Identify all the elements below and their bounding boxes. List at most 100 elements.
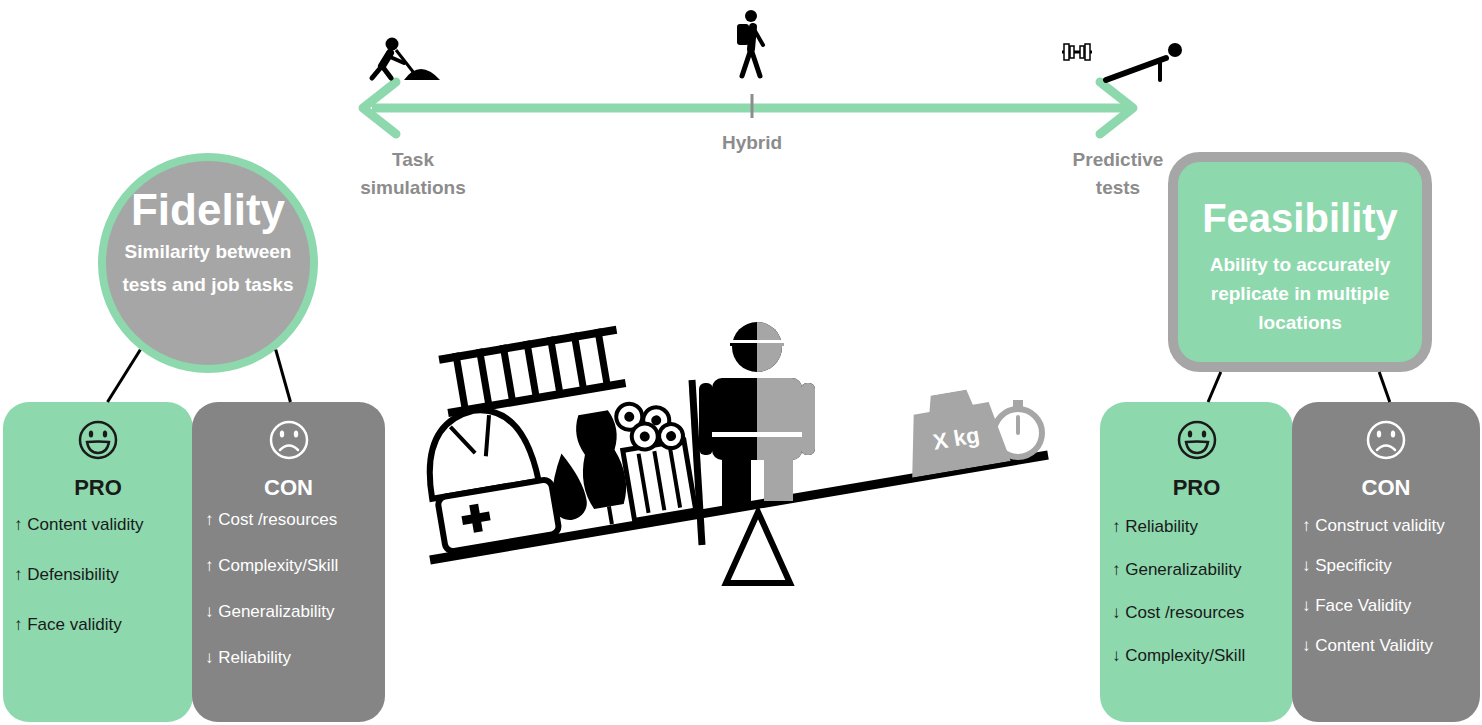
- stopwatch-hand: [1016, 417, 1020, 433]
- node-text: ↓ Face Validity: [1292, 595, 1480, 617]
- node-title: Fidelity: [131, 185, 285, 235]
- node-text: ↓ Specificity: [1292, 555, 1480, 577]
- sandbag-tie: [450, 415, 496, 461]
- face-icon: [1364, 418, 1408, 462]
- face-mouth: [1377, 446, 1395, 451]
- node-text: ↓ Complexity/Skill: [1100, 645, 1293, 667]
- face-eye: [89, 431, 93, 438]
- con-box: CON ↑ Construct validity ↓ Specificity ↓ Fa…: [1292, 402, 1480, 722]
- face-mouth: [87, 442, 109, 454]
- axis-label: Task simulations: [353, 146, 473, 202]
- hiker-icon: [755, 31, 763, 45]
- node-text: Ability to accurately replicate in multi…: [1188, 250, 1412, 337]
- spectrum-arrow: [372, 104, 1126, 113]
- hiker-icon: [742, 49, 751, 76]
- connector-line: [276, 350, 291, 402]
- node-text: ↓ Reliability: [192, 647, 385, 669]
- pushup-icon: [1106, 58, 1166, 80]
- node-title: CON: [192, 474, 385, 502]
- shovel-icon: [396, 50, 414, 73]
- fidelity-circle: FidelitySimilarity between tests and job…: [98, 153, 318, 373]
- dumbbell-icon: [1064, 44, 1069, 60]
- weight-shape: X kg: [899, 384, 1011, 478]
- coin: [657, 422, 685, 450]
- node-text: ↓ Cost /resources: [1100, 602, 1293, 624]
- helmet-line: [729, 340, 785, 343]
- pro-box: PRO ↑ Reliability ↑ Generalizability ↓ Cost…: [1100, 402, 1293, 722]
- storage-bin: [639, 454, 649, 513]
- node-title: PRO: [3, 474, 193, 502]
- ladder-rung: [452, 352, 469, 412]
- node-text: ↑ Generalizability: [1100, 559, 1293, 581]
- face-outline: [1179, 422, 1215, 458]
- pushup-icon: [1168, 43, 1182, 57]
- face-icon: [1175, 418, 1219, 462]
- dirt-mound: [404, 69, 440, 80]
- arrow-head: [1100, 82, 1133, 134]
- medical-cross: [469, 504, 483, 533]
- ladder-rung: [547, 336, 564, 396]
- face-icon: [267, 418, 311, 462]
- face-eye: [1201, 431, 1205, 438]
- face-outline: [1368, 422, 1404, 458]
- water-drop: [545, 451, 590, 523]
- node-title: Feasibility: [1202, 194, 1398, 242]
- node-text: ↑ Complexity/Skill: [192, 555, 385, 577]
- node-text: ↓ Generalizability: [192, 601, 385, 623]
- coin: [630, 421, 660, 451]
- connector-line: [1208, 372, 1221, 402]
- con-box: CON ↑ Cost /resources ↑ Complexity/Skill ↓ …: [192, 402, 385, 722]
- circle-outline: [102, 157, 314, 369]
- backpack-icon: [737, 24, 749, 45]
- face-outline: [80, 422, 116, 458]
- face-eye: [1391, 431, 1395, 438]
- node-title: CON: [1292, 474, 1480, 502]
- dumbbell-icon: [1070, 46, 1074, 58]
- face-mouth: [1186, 442, 1208, 454]
- hiker-icon: [751, 27, 753, 49]
- face-eye: [279, 431, 283, 438]
- storage-bin: [654, 451, 664, 510]
- face-mouth: [280, 446, 298, 451]
- digger-icon: [382, 66, 391, 78]
- axis-label: Predictive tests: [1058, 146, 1178, 202]
- worker-figure: [757, 322, 815, 508]
- weight-outline: [899, 384, 1011, 478]
- node-text: ↑ Construct validity: [1292, 515, 1480, 537]
- ladder-rung: [594, 328, 611, 388]
- midpoint-tick: [751, 94, 754, 118]
- node-text: ↓ Content Validity: [1292, 635, 1480, 657]
- face-eye: [1187, 431, 1191, 438]
- face-outline: [271, 422, 307, 458]
- ladder-rung: [571, 332, 588, 392]
- pro-box: PRO↑ Content validity↑ Defensibility↑ Fa…: [3, 402, 193, 722]
- fulcrum-triangle: [726, 512, 790, 583]
- face-eye: [1377, 431, 1381, 438]
- ladder-rung: [523, 340, 540, 400]
- face-eye: [293, 431, 297, 438]
- pushup-icon: [1158, 60, 1162, 80]
- coin: [665, 430, 677, 442]
- feasibility-box: FeasibilityAbility to accurately replica…: [1168, 152, 1432, 372]
- face-eye: [103, 431, 107, 438]
- dumbbell-icon: [1085, 44, 1090, 60]
- hiker-icon: [751, 49, 760, 76]
- coin: [639, 431, 651, 443]
- node-title: PRO: [1100, 474, 1293, 502]
- medical-kit: [437, 479, 560, 552]
- storage-bin: [623, 440, 696, 520]
- dress-form-stand: [609, 506, 612, 524]
- connector-line: [1379, 372, 1390, 402]
- storage-bin: [670, 448, 680, 507]
- node-text: ↑ Cost /resources: [192, 509, 385, 531]
- connector-line: [108, 350, 141, 402]
- axis-label: Hybrid: [722, 129, 782, 157]
- coin: [623, 411, 635, 423]
- dumbbell-icon: [1080, 46, 1084, 58]
- node-text: ↑ Reliability: [1100, 516, 1293, 538]
- arrow-head: [363, 82, 396, 134]
- worker-belt: [712, 432, 802, 437]
- node-text: ↑ Defensibility: [3, 564, 193, 586]
- node-text: ↑ Content validity: [3, 514, 193, 536]
